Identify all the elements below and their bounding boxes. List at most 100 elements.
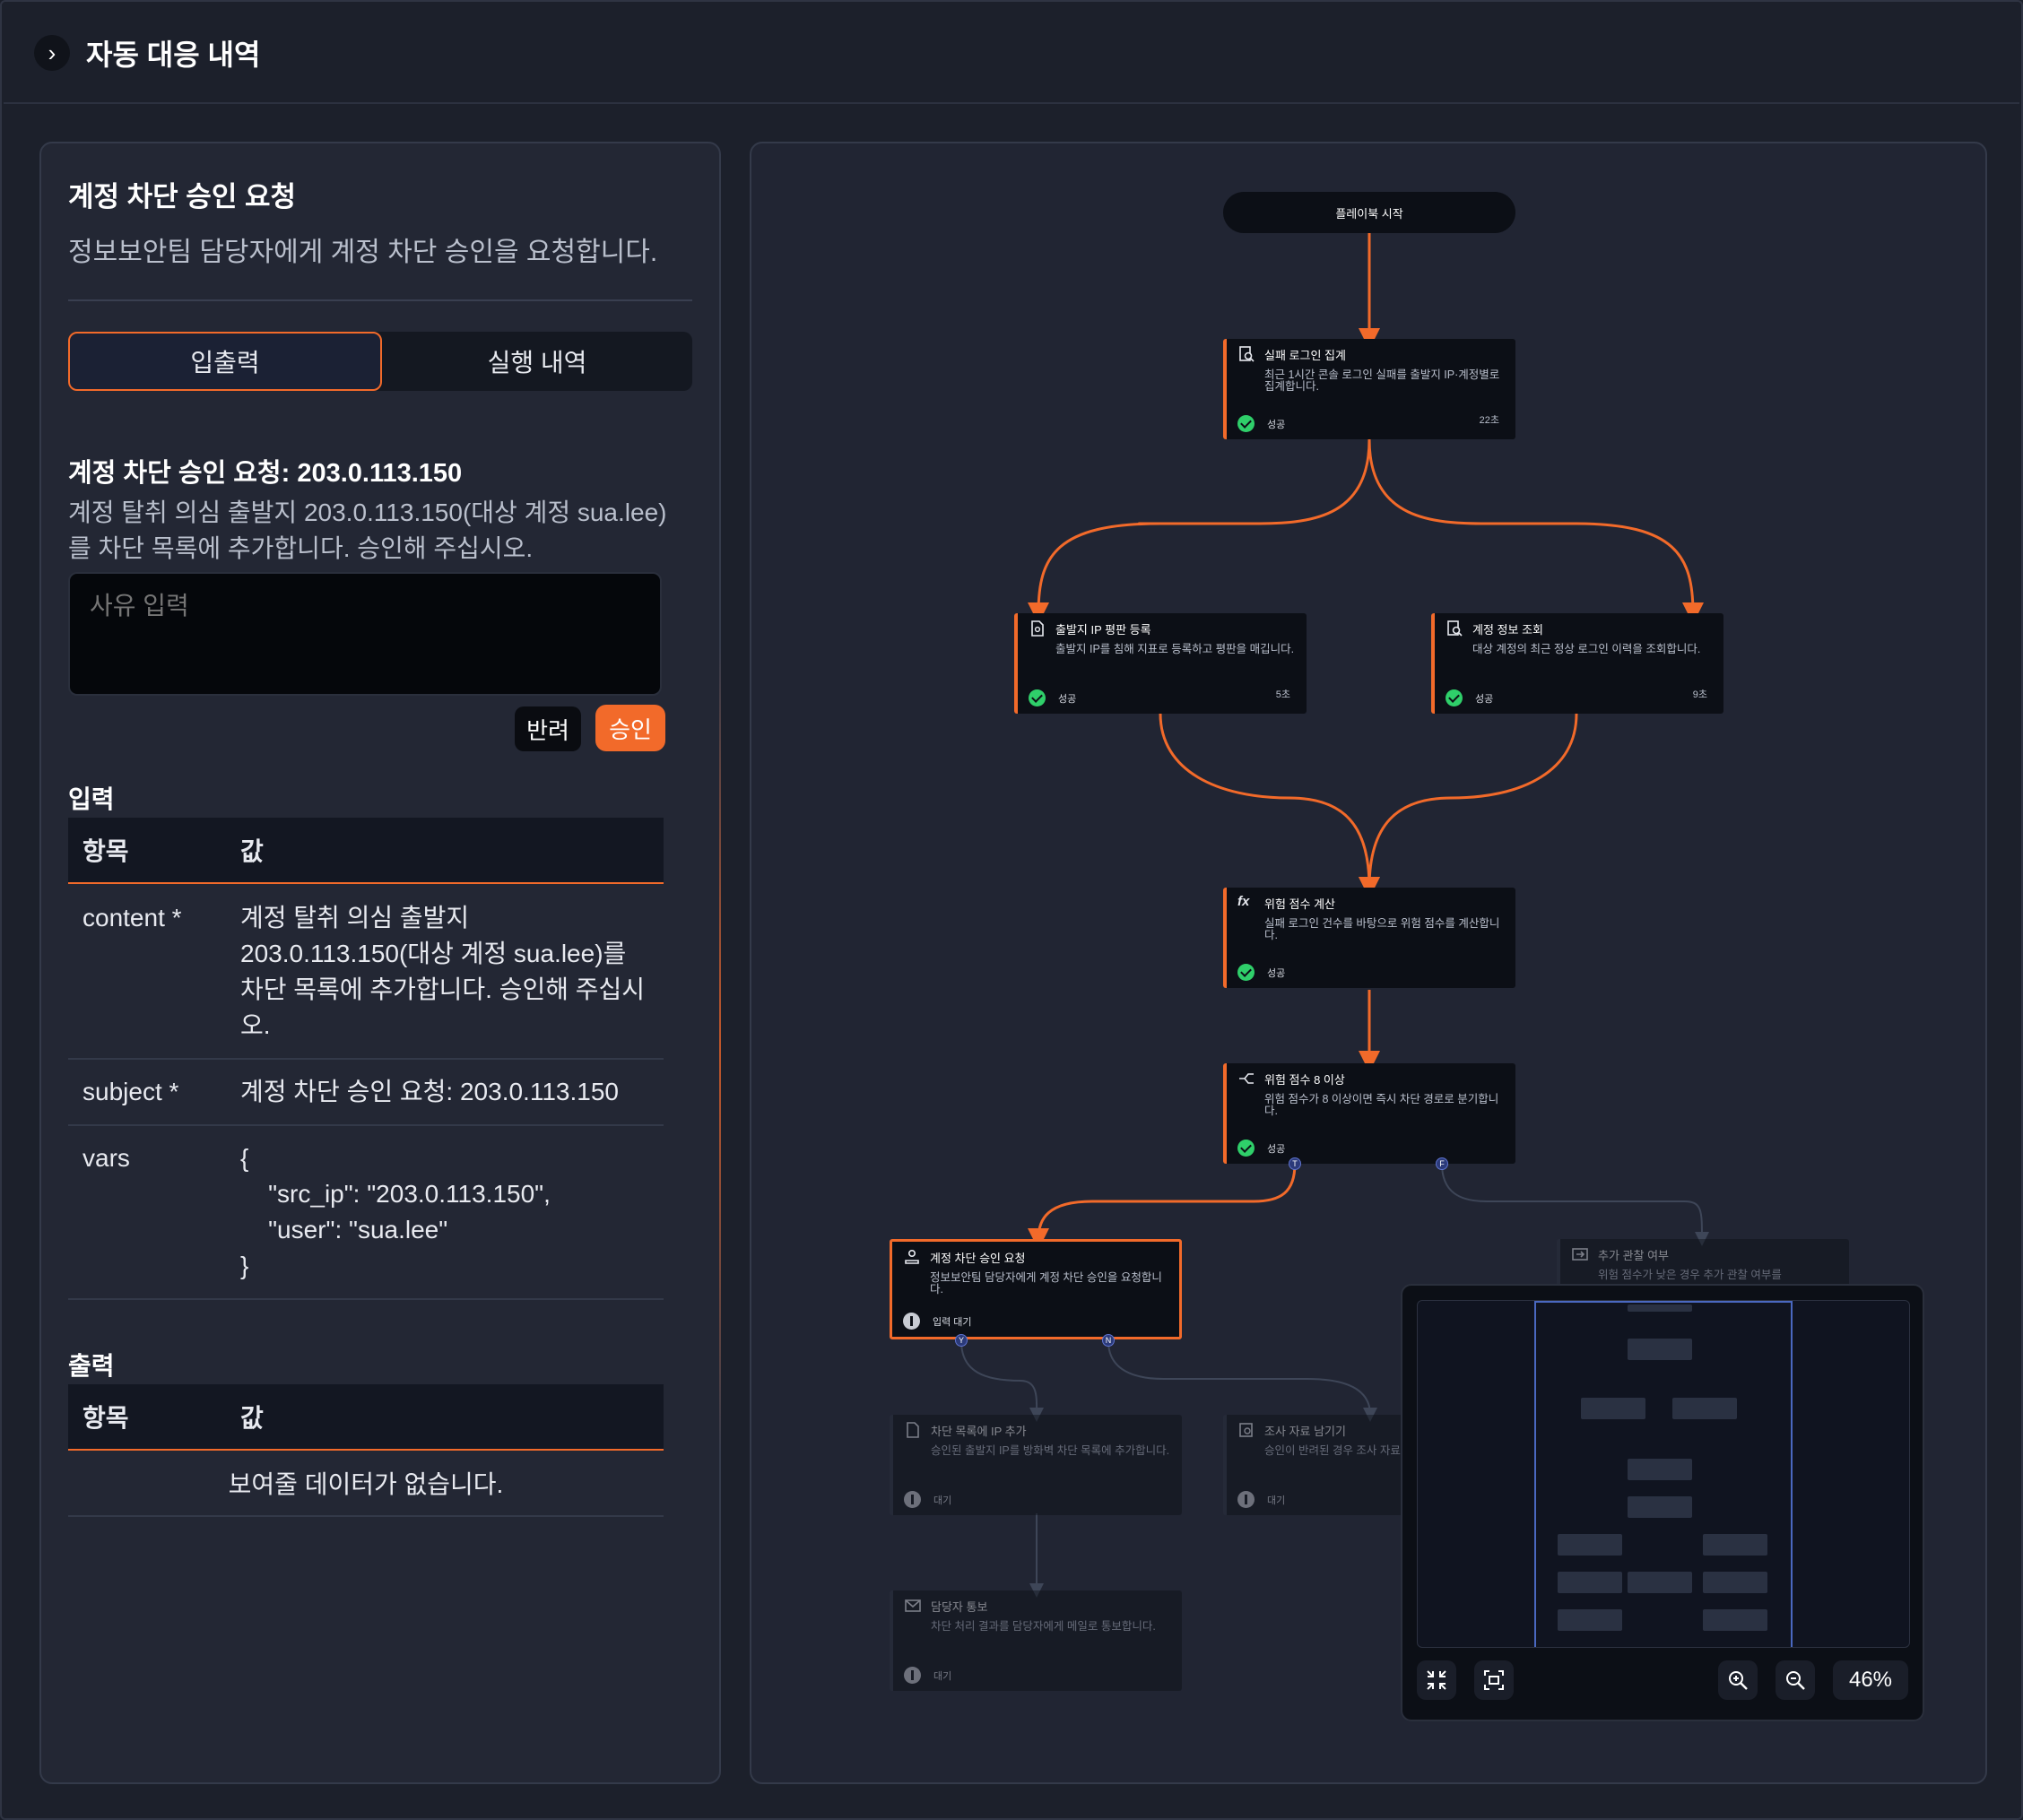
flow-node-score[interactable]: fx 위험 점수 계산 실패 로그인 건수를 바탕으로 위험 점수를 계산합니다…	[1223, 888, 1515, 988]
reason-input[interactable]	[68, 572, 662, 696]
detail-panel: 계정 차단 승인 요청 정보보안팀 담당자에게 계정 차단 승인을 요청합니다.…	[39, 142, 721, 1784]
branch-icon	[1237, 1070, 1255, 1088]
evidence-icon	[1237, 1421, 1255, 1439]
node-duration: 5초	[1275, 689, 1290, 700]
status-label: 성공	[1267, 419, 1286, 430]
row-value: { "src_ip": "203.0.113.150", "user": "su…	[240, 1144, 551, 1279]
approve-button[interactable]: 승인	[595, 705, 665, 751]
table-row: vars { "src_ip": "203.0.113.150", "user"…	[68, 1126, 664, 1300]
edge-agg-acct	[1367, 438, 1704, 624]
node-status: 성공	[1029, 689, 1076, 706]
account-lookup-icon	[1446, 620, 1463, 637]
flow-edges	[960, 233, 1709, 1598]
status-label: 대기	[933, 1495, 952, 1506]
status-label: 대기	[933, 1670, 952, 1682]
node-duration: 22초	[1479, 415, 1499, 426]
node-title: 출발지 IP 평판 등록	[1055, 623, 1151, 637]
success-icon	[1237, 964, 1255, 981]
edge-agg-ip	[1028, 438, 1371, 624]
flow-node-branch[interactable]: 위험 점수 8 이상 위험 점수가 8 이상이면 즉시 차단 경로로 분기합니다…	[1223, 1063, 1515, 1164]
panel-edge-highlight	[719, 646, 721, 1452]
approval-user-icon	[903, 1248, 921, 1266]
node-status: 성공	[1446, 689, 1493, 706]
node-status: 대기	[1237, 1491, 1285, 1508]
tab-history[interactable]: 실행 내역	[487, 349, 587, 377]
status-label: 입력 대기	[933, 1316, 972, 1328]
minimap-node	[1628, 1459, 1692, 1480]
port-true[interactable]: T	[1289, 1157, 1301, 1170]
flow-node-notify[interactable]: 담당자 통보 차단 처리 결과를 담당자에게 메일로 통보합니다. 대기	[890, 1590, 1182, 1691]
success-icon	[1237, 415, 1255, 432]
ip-register-icon	[1029, 620, 1046, 637]
node-title: 차단 목록에 IP 추가	[931, 1425, 1027, 1438]
node-status: 대기	[904, 1491, 951, 1508]
empty-state: 보여줄 데이터가 없습니다.	[68, 1451, 664, 1517]
node-status: 성공	[1237, 1140, 1285, 1157]
flow-node-agg[interactable]: 실패 로그인 집계 최근 1시간 콘솔 로그인 실패를 출발지 IP·계정별로 …	[1223, 339, 1515, 439]
fit-view-icon[interactable]	[1474, 1660, 1514, 1700]
minimap-node	[1672, 1398, 1737, 1419]
edge-branch-approve	[1028, 1163, 1297, 1250]
edge-acct-score	[1359, 713, 1578, 898]
pending-icon	[904, 1491, 921, 1508]
reject-button[interactable]: 반려	[515, 706, 581, 751]
success-icon	[1029, 689, 1046, 706]
flow-node-block[interactable]: 차단 목록에 IP 추가 승인된 출발지 IP를 방화벽 차단 목록에 추가합니…	[890, 1415, 1182, 1515]
node-status: 성공	[1237, 964, 1285, 981]
minimap-node	[1703, 1534, 1767, 1556]
flow-node-acct[interactable]: 계정 정보 조회 대상 계정의 최근 정상 로그인 이력을 조회합니다. 성공 …	[1431, 613, 1723, 714]
flow-node-approve[interactable]: 계정 차단 승인 요청 정보보안팀 담당자에게 계정 차단 승인을 요청합니다.…	[890, 1239, 1182, 1339]
status-label: 성공	[1267, 967, 1286, 979]
minimap-node	[1628, 1304, 1692, 1312]
port-false[interactable]: F	[1436, 1157, 1448, 1170]
status-label: 성공	[1475, 693, 1494, 705]
flow-node-ip[interactable]: 출발지 IP 평판 등록 출발지 IP를 침해 지표로 등록하고 평판을 매깁니…	[1014, 613, 1307, 714]
port-yes[interactable]: Y	[955, 1334, 968, 1347]
table-row: subject * 계정 차단 승인 요청: 203.0.113.150	[68, 1060, 664, 1126]
row-value: 계정 탈취 의심 출발지 203.0.113.150(대상 계정 sua.lee…	[240, 904, 646, 1039]
node-description: 정보보안팀 담당자에게 계정 차단 승인을 요청합니다.	[930, 1271, 1162, 1296]
minimap-node	[1703, 1609, 1767, 1631]
node-description: 출발지 IP를 침해 지표로 등록하고 평판을 매깁니다.	[1055, 643, 1295, 655]
flow-canvas[interactable]: 플레이북 시작 실패 로그인 집계 최근 1시간 콘솔 로그인 실패를 출발지 …	[750, 142, 1987, 1784]
zoom-out-icon[interactable]	[1776, 1660, 1815, 1700]
node-title: 위험 점수 계산	[1264, 897, 1335, 911]
node-status: 입력 대기	[903, 1313, 972, 1330]
column-header-key: 항목	[82, 837, 129, 865]
pending-icon	[904, 1667, 921, 1684]
flow-start-node[interactable]: 플레이북 시작	[1223, 192, 1515, 233]
request-title: 계정 차단 승인 요청: 203.0.113.150	[68, 459, 463, 488]
node-title: 위험 점수 8 이상	[1264, 1073, 1345, 1087]
node-status: 대기	[904, 1667, 951, 1684]
pending-icon	[1237, 1491, 1255, 1508]
success-icon	[1446, 689, 1463, 706]
status-label: 성공	[1058, 693, 1077, 705]
collapse-icon[interactable]	[1417, 1660, 1456, 1700]
success-icon	[1237, 1140, 1255, 1157]
edge-ip-score	[1159, 713, 1380, 898]
node-status: 성공	[1237, 415, 1285, 432]
minimap-node	[1703, 1572, 1767, 1593]
edge-branch-extra	[1441, 1163, 1709, 1246]
detail-description: 정보보안팀 담당자에게 계정 차단 승인을 요청합니다.	[68, 238, 658, 267]
column-header-value: 값	[240, 1404, 264, 1432]
chevron-right-icon[interactable]: ›	[34, 35, 70, 71]
tab-io[interactable]: 입출력	[68, 332, 382, 391]
row-value: 계정 차단 승인 요청: 203.0.113.150	[240, 1078, 619, 1105]
node-description: 위험 점수가 낮은 경우 추가 관찰 여부를	[1598, 1269, 1782, 1281]
row-key: subject *	[82, 1078, 179, 1105]
minimap-visible-area[interactable]	[1534, 1301, 1793, 1647]
minimap-node	[1558, 1572, 1622, 1593]
minimap-node	[1581, 1398, 1645, 1419]
function-icon: fx	[1237, 894, 1250, 909]
node-title: 계정 정보 조회	[1472, 623, 1543, 637]
node-description: 위험 점수가 8 이상이면 즉시 차단 경로로 분기합니다.	[1264, 1093, 1499, 1117]
row-key: content *	[82, 904, 182, 932]
zoom-in-icon[interactable]	[1718, 1660, 1758, 1700]
port-no[interactable]: N	[1102, 1334, 1115, 1347]
row-key: vars	[82, 1144, 130, 1172]
minimap: 46%	[1401, 1284, 1924, 1721]
minimap-viewport[interactable]	[1417, 1300, 1910, 1648]
edge-approve-evidence	[1107, 1340, 1377, 1422]
input-section-title: 입력	[68, 785, 115, 813]
